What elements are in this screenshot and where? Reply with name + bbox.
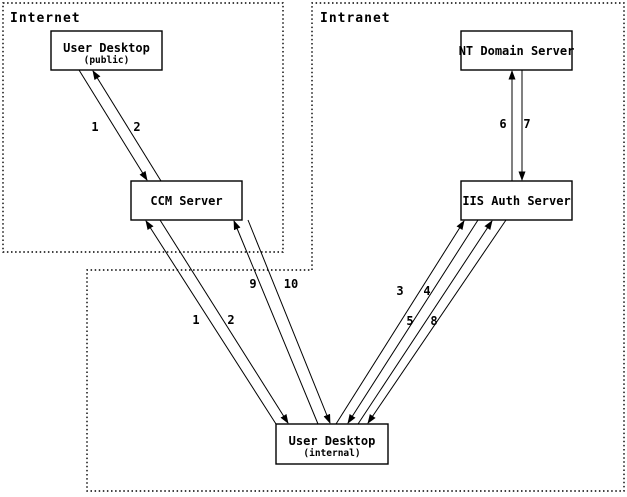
node-user-desktop-internal-subtitle: (internal) xyxy=(303,448,360,459)
edge-11-step-7-label: 7 xyxy=(523,117,530,131)
edge-5-step-10-label: 10 xyxy=(284,277,298,291)
node-nt-domain-server-title: NT Domain Server xyxy=(459,44,575,58)
edge-6-step-3-line xyxy=(335,220,465,425)
edge-3-step-2-label: 2 xyxy=(227,313,234,327)
edge-7-step-4-label: 4 xyxy=(423,284,430,298)
region-intranet-outline xyxy=(86,2,625,492)
edge-4-step-9-label: 9 xyxy=(249,277,256,291)
regions-layer: Internet Intranet xyxy=(2,2,625,492)
node-user-desktop-public-box xyxy=(50,30,163,71)
edge-4-step-9-line xyxy=(233,220,319,425)
node-ccm-server-box xyxy=(130,180,243,221)
region-internet-outline xyxy=(2,2,284,253)
edge-7-step-4-line xyxy=(347,219,479,424)
node-user-desktop-internal-box xyxy=(275,423,389,465)
edge-8-step-5-label: 5 xyxy=(406,314,413,328)
edge-2-step-1-line xyxy=(145,220,277,425)
node-nt-domain-server-box xyxy=(460,30,573,71)
edge-2-step-1-label: 1 xyxy=(192,313,199,327)
node-user-desktop-internal-title: User Desktop xyxy=(289,434,376,448)
edge-6-step-3-label: 3 xyxy=(396,284,403,298)
edge-5-step-10-line xyxy=(247,219,331,424)
edge-3-step-2-line xyxy=(159,219,289,424)
nodes-layer: User Desktop(public)NT Domain ServerCCM … xyxy=(50,30,575,465)
edge-1-step-2-line xyxy=(92,70,162,182)
edge-labels-layer: 1 2 1 2 9 10 3 4 5 8 6 7 xyxy=(91,117,530,328)
node-iis-auth-server-box xyxy=(460,180,573,221)
edges-layer xyxy=(78,69,526,425)
edge-0-step-1-label: 1 xyxy=(91,120,98,134)
node-user-desktop-public-subtitle: (public) xyxy=(84,55,130,66)
node-iis-auth-server-title: IIS Auth Server xyxy=(462,194,570,208)
edge-1-step-2-label: 2 xyxy=(133,120,140,134)
region-intranet-label: Intranet xyxy=(320,11,391,26)
node-user-desktop-public-title: User Desktop xyxy=(63,41,150,55)
edge-9-step-8-label: 8 xyxy=(430,314,437,328)
node-ccm-server-title: CCM Server xyxy=(150,194,222,208)
edge-9-step-8-line xyxy=(367,219,507,424)
region-internet-label: Internet xyxy=(10,11,81,26)
edge-10-step-6-label: 6 xyxy=(499,117,506,131)
edge-8-step-5-line xyxy=(357,220,493,425)
edge-0-step-1-line xyxy=(78,69,148,181)
